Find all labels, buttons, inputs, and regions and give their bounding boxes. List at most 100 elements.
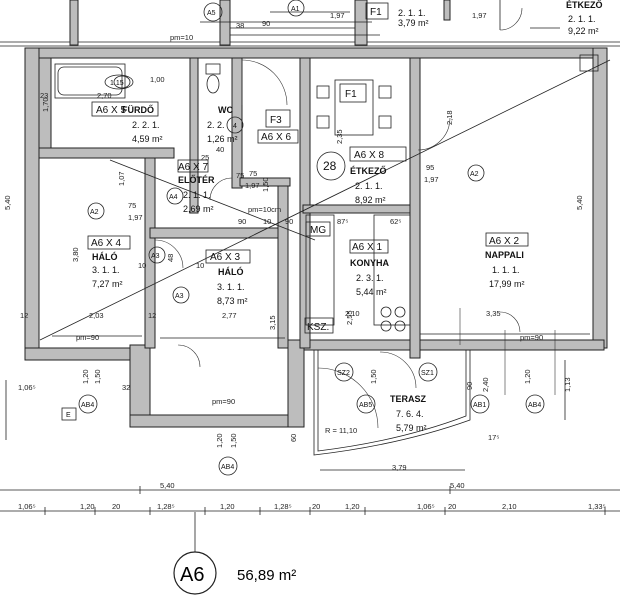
dim-379: 3,79 xyxy=(392,463,407,472)
dim-197-tr: 1,97 xyxy=(472,11,487,20)
tag-a1-top-circle xyxy=(287,0,305,17)
pm90-a-label: pm=90 xyxy=(76,333,99,342)
dim-150-t: 1,50 xyxy=(369,369,378,384)
halo1-number: 3. 1. 1. xyxy=(92,265,120,275)
top-right-room-area: 9,22 m² xyxy=(568,26,599,36)
eloter-code: A6 X 7 xyxy=(178,162,208,173)
tag-ab4-left-circle xyxy=(78,394,98,414)
tag-28-circle xyxy=(316,151,346,181)
top-left-room-number: 2. 1. 1. xyxy=(398,8,426,18)
tag-sz2-circle xyxy=(334,362,354,382)
dim-277: 2,77 xyxy=(222,311,237,320)
r1110-label: R = 11,10 xyxy=(325,426,357,435)
tag-a2-left: A2 xyxy=(90,209,99,216)
total-area: 56,89 m² xyxy=(237,567,296,584)
nappali-number: 1. 1. 1. xyxy=(492,265,520,275)
tag-ab4-right-circle xyxy=(525,394,545,414)
etkezo-name: ÉTKEZŐ xyxy=(350,165,387,176)
dim-120-c: 1,20 xyxy=(345,502,360,511)
nappali-area: 17,99 m² xyxy=(489,279,525,289)
dim-87: 87⁵ xyxy=(337,217,348,226)
etkezo-area: 8,92 m² xyxy=(355,195,386,205)
tag-a2-right: A2 xyxy=(470,171,479,178)
f1-top-box xyxy=(365,2,389,20)
dim-40: 40 xyxy=(216,145,224,154)
dim-203: 2,03 xyxy=(89,311,104,320)
wc-name: WC xyxy=(218,105,233,115)
dim-150-v: 1,50 xyxy=(93,369,102,384)
dim-38: 38 xyxy=(236,21,244,30)
dim-197-b: 1,97 xyxy=(245,181,260,190)
nappali-code-box xyxy=(485,232,529,247)
section-lines xyxy=(39,34,611,341)
furdo-code: A6 X 5 xyxy=(96,105,126,116)
dim-106-left: 1,06⁵ xyxy=(18,502,36,511)
pm90-b-label: pm=90 xyxy=(212,397,235,406)
dim-75-a: 75 xyxy=(128,201,136,210)
halo2-area: 8,73 m² xyxy=(217,296,248,306)
konyha-code: A6 X 1 xyxy=(352,242,382,253)
tag-ab4-mid-circle xyxy=(218,456,238,476)
dim-10-c: 10 xyxy=(196,261,204,270)
f1-top-label: F1 xyxy=(370,7,382,18)
tag-ab4-mid: AB4 xyxy=(221,464,234,471)
dim-120-a: 1,20 xyxy=(80,502,95,511)
halo1-area: 7,27 m² xyxy=(92,279,123,289)
doors xyxy=(154,59,556,429)
dim-20-b: 20 xyxy=(312,502,320,511)
tag-ab1: AB1 xyxy=(473,402,486,409)
top-left-room-area: 3,79 m² xyxy=(398,18,429,28)
wc-number: 2. 2. xyxy=(207,120,225,130)
tag-4-circle xyxy=(226,116,244,134)
tag-a3-left-circle xyxy=(148,246,166,264)
unit-circle xyxy=(173,551,217,595)
dim-25: 25 xyxy=(201,153,209,162)
dim-20-c: 20 xyxy=(448,502,456,511)
dim-540-left: 5,40 xyxy=(3,195,12,210)
dim-106-b: 1,06⁵ xyxy=(417,502,435,511)
ksz-box xyxy=(304,317,334,334)
dim-315: 3,15 xyxy=(268,315,277,330)
dim-90-top: 90 xyxy=(262,19,270,28)
halo2-code-box xyxy=(205,249,251,264)
konyha-area: 5,44 m² xyxy=(356,287,387,297)
tag-a3-circle xyxy=(172,286,190,304)
halo1-name: HÁLÓ xyxy=(92,251,118,262)
dim-380: 3,80 xyxy=(71,247,80,262)
halo2-number: 3. 1. 1. xyxy=(217,282,245,292)
dim-23: 23 xyxy=(40,91,48,100)
dim-128-a: 1,28⁵ xyxy=(157,502,175,511)
furdo-name: FÜRDŐ xyxy=(122,104,154,115)
top-right-room-number: 2. 1. 1. xyxy=(568,14,596,24)
tag-4: 4 xyxy=(233,123,237,130)
f1-label: F1 xyxy=(345,89,357,100)
etkezo-number: 2. 1. 1. xyxy=(355,181,383,191)
dim-10-b: 10 xyxy=(138,261,146,270)
eloter-area: 2,69 m² xyxy=(183,204,214,214)
tag-ab4-left: AB4 xyxy=(81,402,94,409)
dim-210-bot: 2,10 xyxy=(502,502,517,511)
halo2-name: HÁLÓ xyxy=(218,266,244,277)
dim-60: 60 xyxy=(289,434,298,442)
eloter-number: 2. 1. 1. xyxy=(183,190,211,200)
konyha-code-box xyxy=(349,239,389,254)
a6x6-label: A6 X 6 xyxy=(261,132,291,143)
dim-90-v: 90 xyxy=(465,382,474,390)
mg-box xyxy=(305,221,331,237)
f1-box xyxy=(339,83,367,103)
dim-106-row1: 1,06⁵ xyxy=(18,383,36,392)
dim-90-a: 90 xyxy=(238,217,246,226)
halo1-code-box xyxy=(87,235,131,250)
dim-128-b: 1,28⁵ xyxy=(274,502,292,511)
tag-ab5: AB5 xyxy=(359,402,372,409)
ksz-label: KSZ. xyxy=(307,322,329,333)
fixtures xyxy=(54,54,599,332)
dim-20-a: 20 xyxy=(112,502,120,511)
pm10cm-label: pm=10cm xyxy=(248,205,281,214)
nappali-code: A6 X 2 xyxy=(489,236,519,247)
eloter-name: ELŐTÉR xyxy=(178,174,215,185)
tag-ab1-circle xyxy=(470,394,490,414)
nappali-name: NAPPALI xyxy=(485,250,524,260)
tag-sz2: SZ2 xyxy=(337,370,350,377)
neighbour-strip xyxy=(0,0,620,47)
